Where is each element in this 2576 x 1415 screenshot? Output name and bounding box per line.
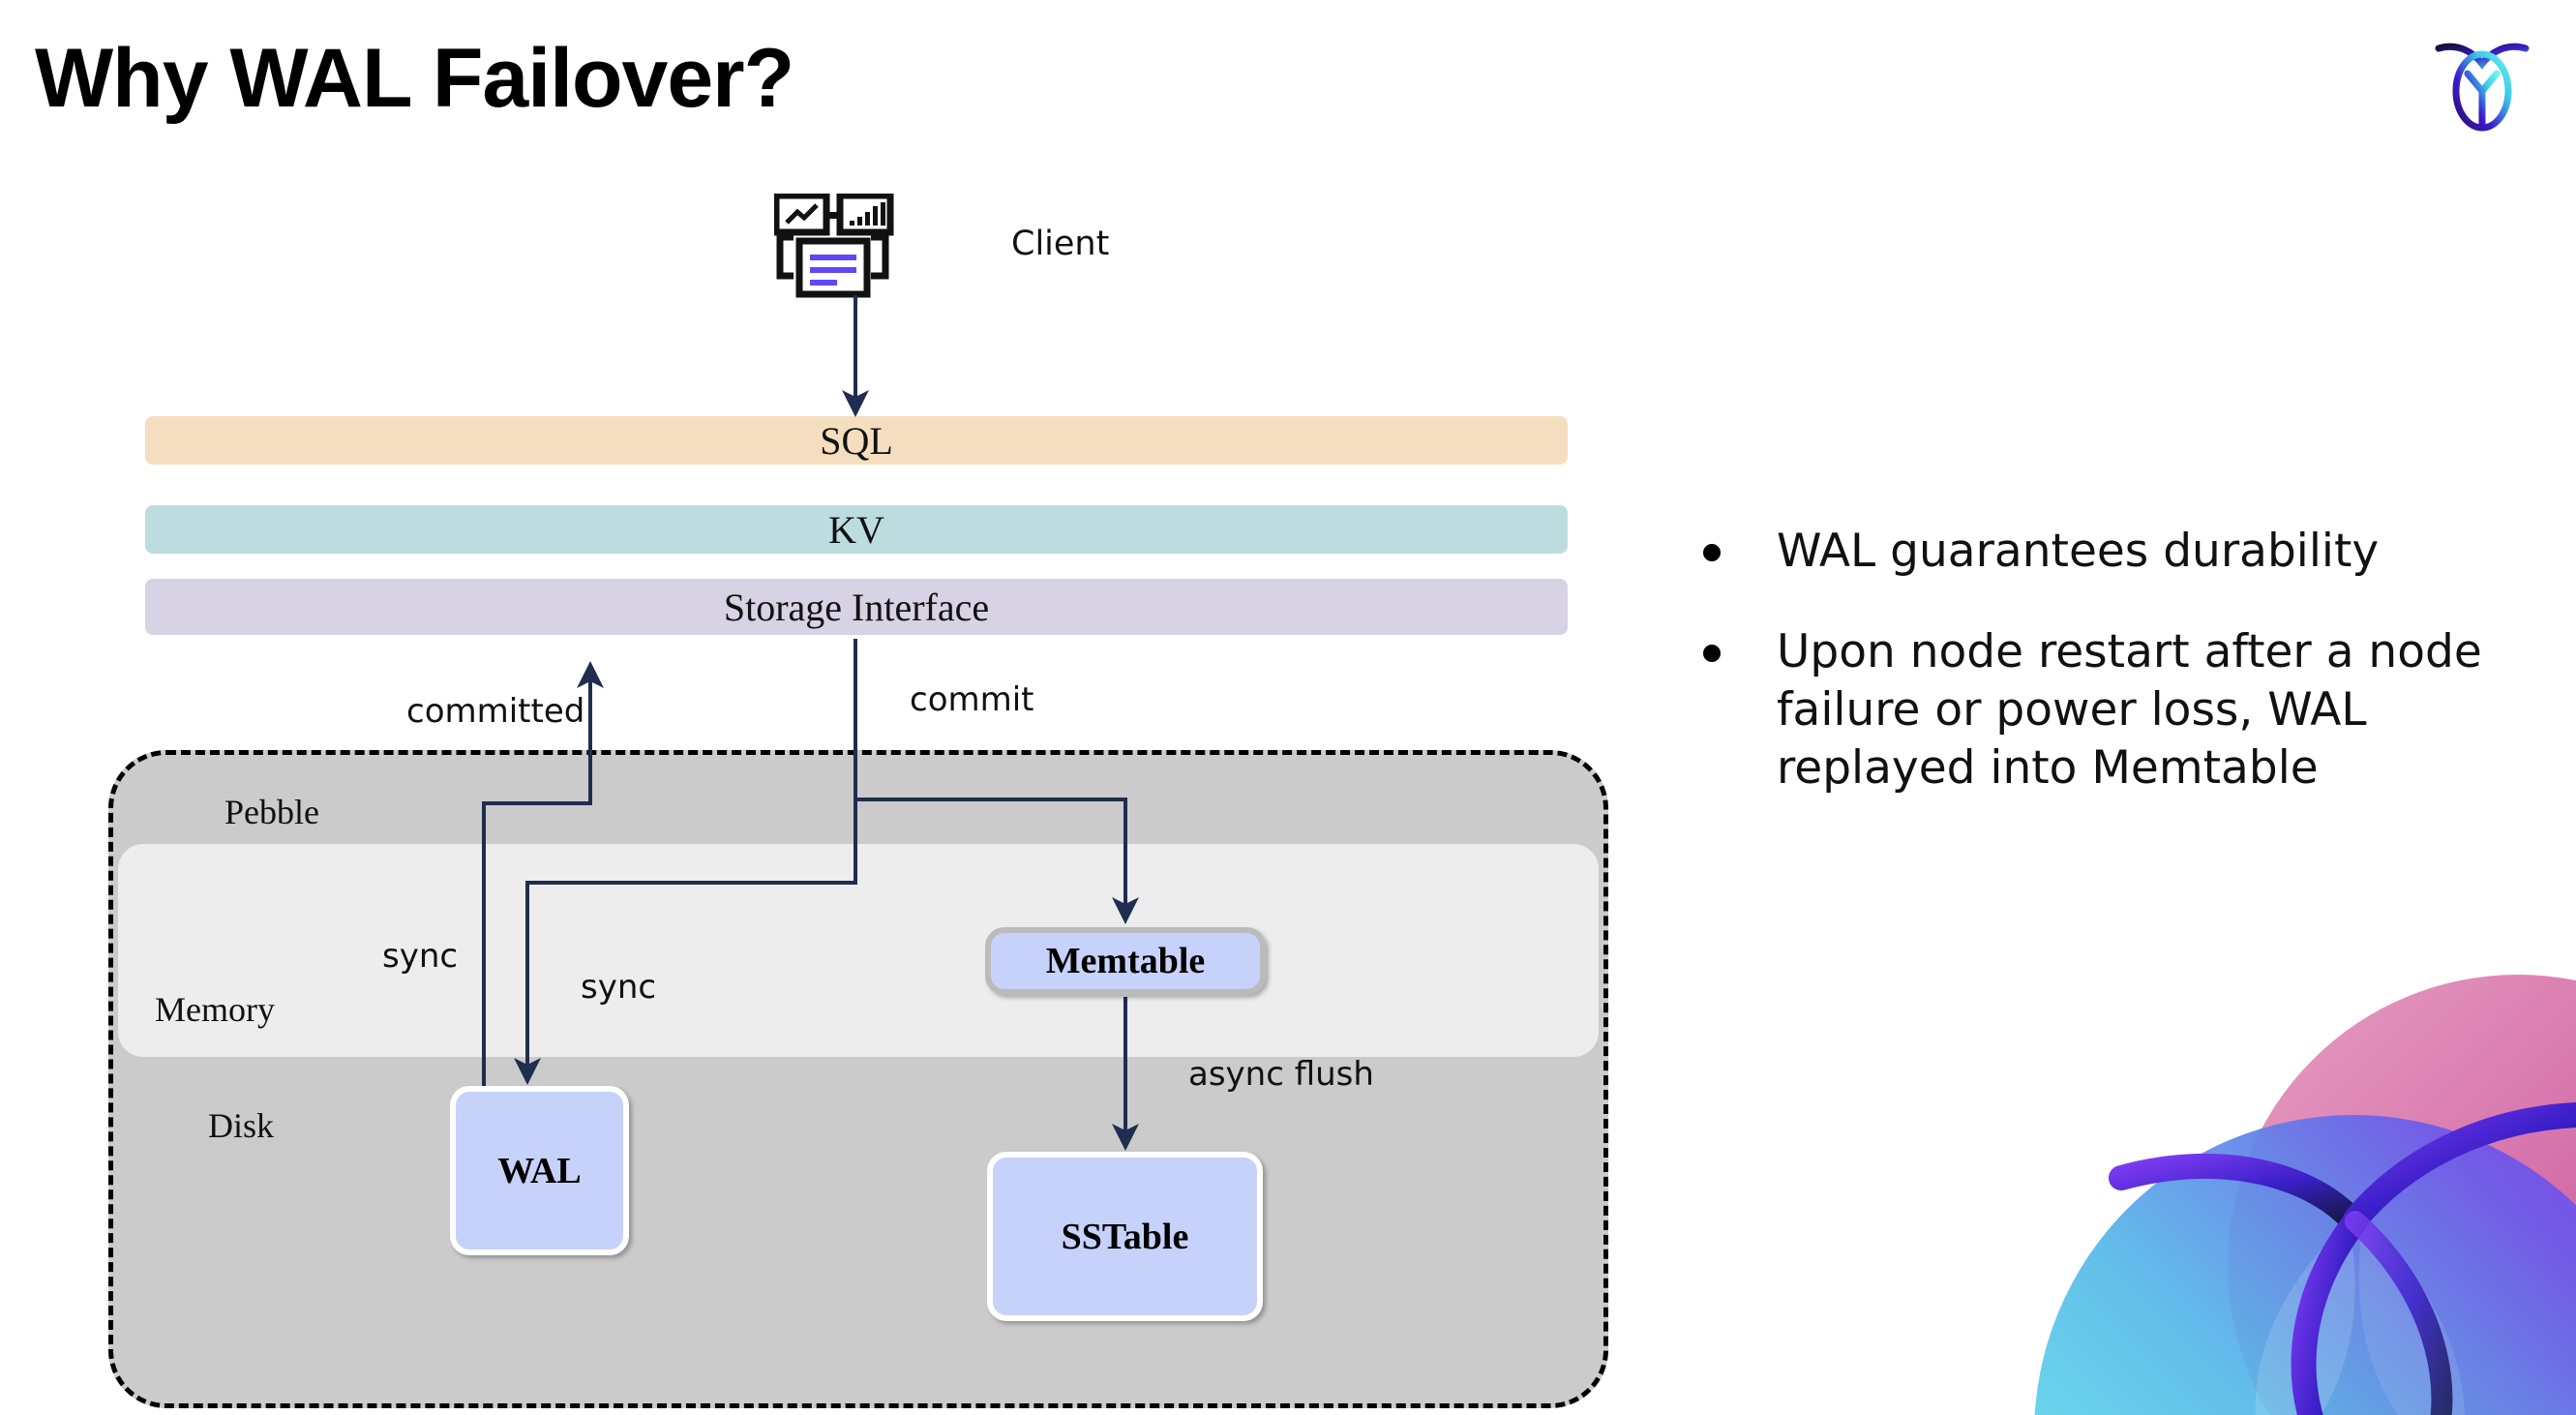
node-memtable: Memtable bbox=[985, 927, 1266, 995]
bullet-dot-icon bbox=[1703, 645, 1721, 663]
architecture-diagram: Client SQL KV Storage Interface Pebble M… bbox=[108, 192, 1608, 1408]
layer-label-storage-interface: Storage Interface bbox=[723, 585, 990, 629]
region-label-pebble: Pebble bbox=[225, 793, 319, 831]
bullet-dot-icon bbox=[1703, 544, 1721, 561]
decorative-logo-artwork bbox=[1976, 931, 2576, 1415]
cockroachdb-logo bbox=[2429, 27, 2535, 134]
flow-label-committed: committed bbox=[406, 692, 585, 731]
layer-bar-sql: SQL bbox=[145, 416, 1568, 465]
flow-label-async-flush: async flush bbox=[1188, 1055, 1374, 1094]
layer-bar-kv: KV bbox=[145, 505, 1568, 554]
list-item: Upon node restart after a node failure o… bbox=[1703, 623, 2535, 798]
memory-region bbox=[118, 844, 1599, 1057]
layer-label-sql: SQL bbox=[820, 418, 893, 463]
region-label-disk: Disk bbox=[208, 1106, 275, 1145]
node-label-wal: WAL bbox=[497, 1150, 582, 1191]
client-label: Client bbox=[1011, 225, 1110, 263]
layer-label-kv: KV bbox=[828, 507, 884, 552]
node-sstable: SSTable bbox=[987, 1152, 1263, 1321]
flow-label-sync-secondary: sync bbox=[581, 968, 657, 1007]
node-label-memtable: Memtable bbox=[1045, 941, 1206, 981]
layer-bar-storage-interface: Storage Interface bbox=[145, 579, 1568, 635]
list-item: WAL guarantees durability bbox=[1703, 523, 2535, 581]
node-label-sstable: SSTable bbox=[1061, 1216, 1189, 1257]
flow-label-commit: commit bbox=[910, 680, 1034, 719]
bullet-list: WAL guarantees durability Upon node rest… bbox=[1703, 523, 2535, 841]
region-label-memory: Memory bbox=[155, 990, 275, 1029]
node-wal: WAL bbox=[450, 1086, 629, 1255]
page-title: Why WAL Failover? bbox=[35, 32, 794, 125]
client-dashboard-icon bbox=[772, 192, 929, 300]
bullet-text: WAL guarantees durability bbox=[1777, 525, 2380, 578]
flow-label-sync-primary: sync bbox=[382, 937, 459, 976]
bullet-text: Upon node restart after a node failure o… bbox=[1777, 625, 2482, 796]
